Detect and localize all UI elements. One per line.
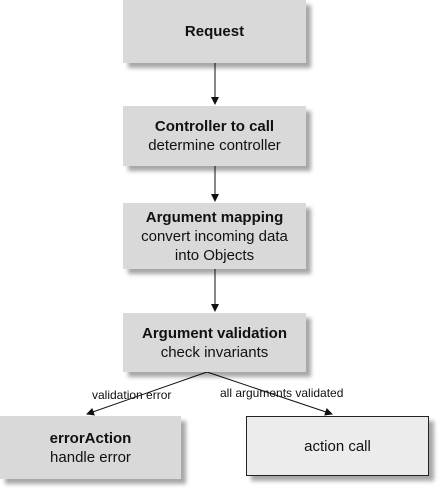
error-action-subtitle: handle error <box>50 448 131 466</box>
error-action-box: errorAction handle error <box>0 416 181 479</box>
request-title: Request <box>184 23 245 40</box>
action-call-label: action call <box>304 437 371 455</box>
controller-to-call-box: Controller to call determine controller <box>123 106 306 166</box>
argument-mapping-title: Argument mapping <box>145 208 284 226</box>
controller-to-call-subtitle: determine controller <box>148 137 281 154</box>
validation-error-label: validation error <box>92 388 172 402</box>
argument-validation-subtitle: check invariants <box>160 343 269 361</box>
argument-validation-box: Argument validation check invariants <box>123 313 306 372</box>
argument-mapping-box: Argument mapping convert incoming data i… <box>123 203 306 269</box>
action-call-box: action call <box>246 416 429 476</box>
argument-mapping-subtitle-line1: convert incoming data <box>141 227 288 245</box>
argument-validation-title: Argument validation <box>141 324 287 342</box>
request-box: Request <box>123 0 306 63</box>
all-arguments-validated-label: all arguments validated <box>220 386 344 400</box>
argument-mapping-subtitle-line2: into Objects <box>174 246 255 264</box>
controller-to-call-title: Controller to call <box>154 118 275 135</box>
error-action-title: errorAction <box>49 429 132 447</box>
